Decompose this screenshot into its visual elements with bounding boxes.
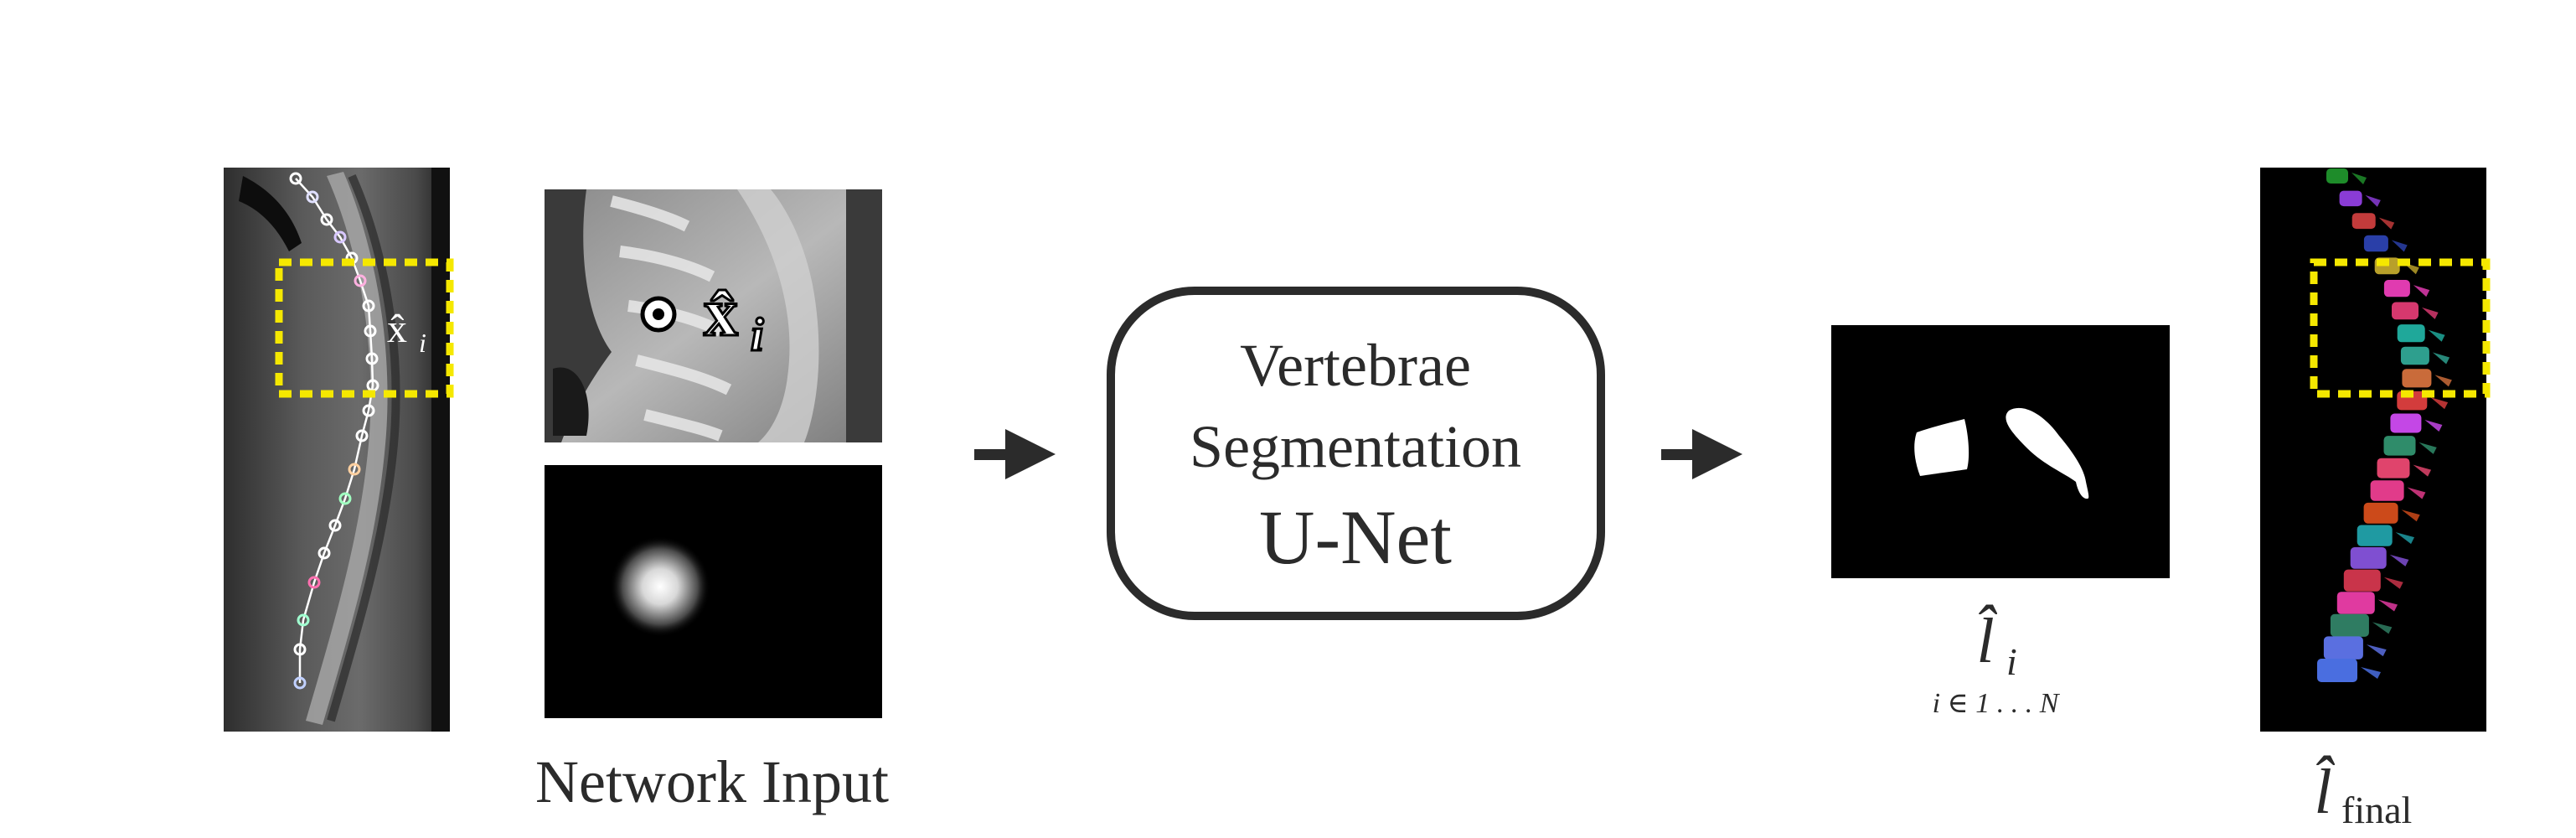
vertebra-process-mask	[2365, 194, 2381, 207]
vertebra-mask	[2330, 613, 2369, 637]
ct-airway	[239, 176, 302, 251]
overlay-label-subscript: i	[751, 309, 764, 361]
vertebra-process-mask	[2377, 599, 2398, 612]
vertebra-mask	[2357, 525, 2393, 546]
unet-block: Vertebrae Segmentation U-Net	[1107, 287, 1605, 620]
landmark-points	[289, 172, 379, 690]
vertebra-process-mask	[2413, 285, 2430, 297]
vertebra-mask	[2326, 168, 2348, 184]
vertebra-mask	[2317, 659, 2357, 682]
unet-line1: Vertebrae	[1240, 332, 1471, 399]
mask-vertebral-body	[1914, 419, 1969, 476]
vertebra-mask	[2392, 302, 2419, 320]
vertebra-mask	[2351, 213, 2376, 230]
crop-vertebra-bands	[610, 195, 732, 442]
unet-box	[1107, 287, 1605, 620]
vertebra-mask	[2383, 280, 2410, 297]
crop-dark-pocket	[553, 367, 589, 436]
vertebra-process-mask	[2366, 644, 2387, 657]
crop-posterior-elements	[737, 189, 819, 442]
vertebra-mask	[2343, 569, 2381, 592]
crop-right-dark	[846, 189, 882, 442]
vertebra-mask	[2383, 436, 2416, 456]
vertebra-mask	[2390, 413, 2422, 433]
vertebra-process-mask	[2413, 464, 2432, 477]
vertebra-mask	[2377, 458, 2410, 478]
unet-line2: Segmentation	[1190, 413, 1521, 480]
landmark-label-subscript: i	[419, 328, 426, 358]
landmark-label: x̂	[387, 307, 407, 351]
vertebra-mask	[2363, 235, 2388, 252]
vertebra-mask	[2323, 636, 2363, 660]
network-input-caption: Network Input	[535, 748, 889, 815]
vertebra-process-mask	[2401, 510, 2420, 522]
vertebra-process-mask	[2432, 352, 2450, 365]
vertebra-mask	[2397, 324, 2425, 343]
ct-right-edge	[431, 168, 450, 732]
mask-posterior-element	[2006, 407, 2089, 499]
output-label: l̂	[1976, 604, 1997, 676]
vertebra-process-mask	[2430, 397, 2449, 410]
landmark-marker-inner	[653, 308, 664, 320]
vertebra-process-mask	[2389, 554, 2409, 566]
arrow-to-output	[1661, 429, 1742, 479]
vertebra-process-mask	[2421, 307, 2439, 319]
crop-background	[545, 189, 882, 442]
vertebra-process-mask	[2378, 217, 2395, 230]
vertebra-mask	[2336, 592, 2375, 614]
vertebra-process-mask	[2383, 577, 2403, 589]
vertebra-mask	[2400, 346, 2429, 365]
final-segmentation	[2260, 168, 2491, 732]
mask-background	[1831, 325, 2170, 578]
vertebra-process-mask	[2351, 173, 2367, 184]
vertebra-process-mask	[2428, 329, 2445, 342]
vertebra-mask	[2363, 502, 2398, 524]
vertebra-mask	[2350, 547, 2387, 569]
vertebra-process-mask	[2434, 375, 2452, 387]
output-label-subscript: i	[2006, 640, 2017, 683]
vertebra-process-mask	[2391, 240, 2408, 252]
network-input-crop: x̂ i	[545, 189, 882, 442]
roi-box	[275, 258, 454, 398]
unet-line3: U-Net	[1259, 494, 1452, 580]
final-roi-box	[2310, 258, 2491, 398]
vertebra-process-mask	[2395, 532, 2415, 545]
vertebra-mask	[2370, 480, 2404, 501]
final-label: l̂	[2314, 755, 2335, 827]
arrow-to-unet	[974, 429, 1056, 479]
vertebra-process-mask	[2361, 667, 2381, 679]
heatmap-background	[545, 465, 882, 718]
vertebra-mask	[2402, 369, 2432, 388]
input-ct-image: x̂ i	[224, 168, 454, 732]
heatmap-blob	[610, 536, 710, 637]
overlay-label: x̂	[704, 274, 738, 350]
final-label-subscript: final	[2341, 789, 2412, 831]
vertebra-process-mask	[2419, 442, 2437, 454]
ct-spinal-canal	[327, 173, 400, 722]
vertebra-process-mask	[2407, 487, 2426, 499]
vertebra-process-mask	[2424, 420, 2443, 432]
vertebra-process-mask	[2372, 622, 2393, 634]
output-mask	[1831, 325, 2170, 578]
heatmap-input	[545, 465, 882, 718]
vertebra-mask	[2339, 190, 2362, 207]
output-index-text: i ∈ 1 . . . N	[1933, 688, 2061, 719]
